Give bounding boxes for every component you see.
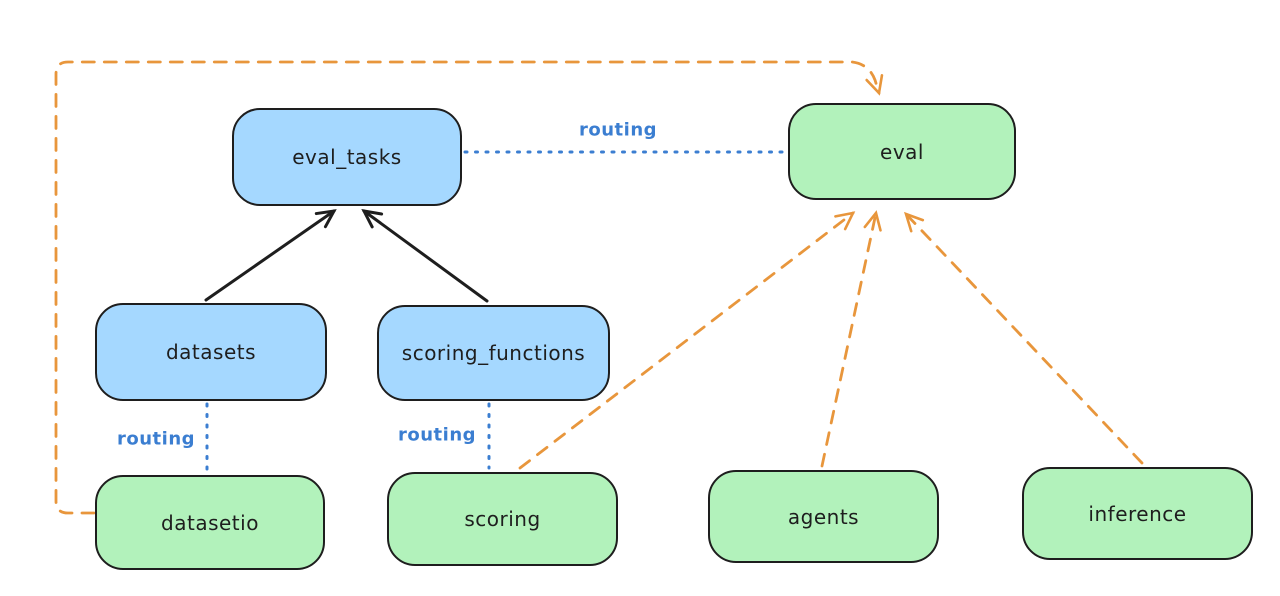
node-datasets-label: datasets	[165, 340, 257, 364]
edge-scoring-functions-to-eval-tasks	[361, 209, 489, 303]
node-eval: eval	[788, 103, 1016, 200]
node-inference-label: inference	[1088, 501, 1187, 526]
node-eval-tasks: eval_tasks	[232, 108, 462, 206]
node-agents-label: agents	[787, 504, 860, 529]
node-datasetio-label: datasetio	[161, 510, 259, 535]
edge-agents-to-eval-dashed	[820, 210, 882, 468]
node-scoring-functions-label: scoring_functions	[401, 341, 586, 365]
node-scoring: scoring	[387, 472, 618, 566]
edge-label-routing-scoring-functions-scoring: routing	[397, 424, 477, 446]
node-agents: agents	[708, 470, 939, 563]
node-eval-label: eval	[880, 139, 924, 164]
edge-label-routing-datasets-datasetio: routing	[116, 428, 196, 450]
node-inference: inference	[1022, 467, 1253, 560]
edge-datasetio-to-eval-dashed	[54, 60, 884, 515]
edge-inference-to-eval-dashed	[904, 211, 1144, 465]
node-datasets: datasets	[95, 303, 327, 401]
node-eval-tasks-label: eval_tasks	[292, 145, 402, 169]
edge-datasets-to-eval-tasks	[204, 209, 337, 302]
edge-scoring-to-eval-dashed	[518, 211, 856, 470]
node-datasetio: datasetio	[95, 475, 325, 570]
edge-label-routing-eval-tasks-eval: routing	[578, 119, 658, 141]
node-scoring-label: scoring	[464, 507, 541, 531]
node-scoring-functions: scoring_functions	[377, 305, 610, 401]
